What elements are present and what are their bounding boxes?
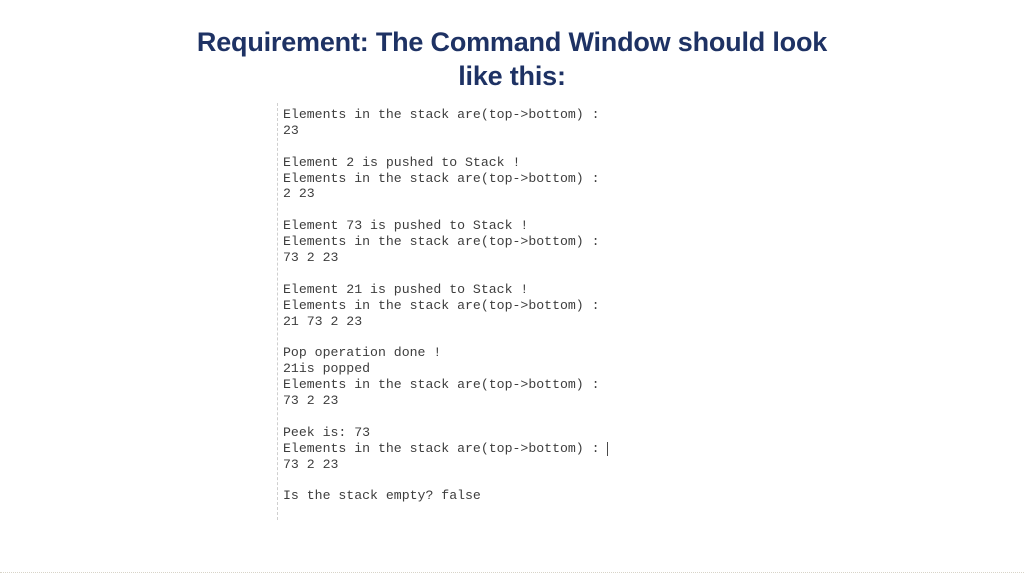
text-cursor [607, 441, 609, 456]
slide-bottom-divider [0, 572, 1024, 573]
console-line: Elements in the stack are(top->bottom) : [283, 170, 600, 186]
console-line: Pop operation done ! [283, 345, 442, 361]
slide-title-line-1: Requirement: The Command Window should l… [196, 27, 828, 57]
console-line: Element 2 is pushed to Stack ! [283, 154, 521, 170]
command-window-output: Elements in the stack are(top->bottom) :… [277, 103, 609, 520]
console-line [283, 266, 608, 282]
console-line [283, 139, 608, 155]
slide-title: Requirement: The Command Window should l… [0, 25, 1024, 93]
console-line: 73 2 23 [283, 250, 339, 266]
console-line: 23 [283, 122, 299, 138]
console-line: Elements in the stack are(top->bottom) : [283, 107, 600, 122]
console-line [283, 472, 608, 488]
console-line: 21is popped [283, 361, 371, 377]
console-line [283, 329, 608, 345]
console-line: 21 73 2 23 [283, 313, 363, 329]
console-line: Elements in the stack are(top->bottom) : [283, 297, 600, 313]
console-line: Elements in the stack are(top->bottom) : [283, 440, 609, 456]
console-line: Element 21 is pushed to Stack ! [283, 281, 529, 297]
console-line [283, 409, 608, 425]
console-line: Is the stack empty? false [283, 488, 481, 504]
console-line: 73 2 23 [283, 456, 339, 472]
console-line: 73 2 23 [283, 393, 339, 409]
console-line: Elements in the stack are(top->bottom) : [283, 377, 600, 393]
console-line: Peek is: 73 [283, 424, 371, 440]
console-line: 2 23 [283, 186, 315, 202]
console-line: Elements in the stack are(top->bottom) : [283, 234, 600, 250]
console-line: Element 73 is pushed to Stack ! [283, 218, 529, 234]
console-line [283, 202, 608, 218]
slide-title-line-2: like this: [458, 61, 566, 91]
